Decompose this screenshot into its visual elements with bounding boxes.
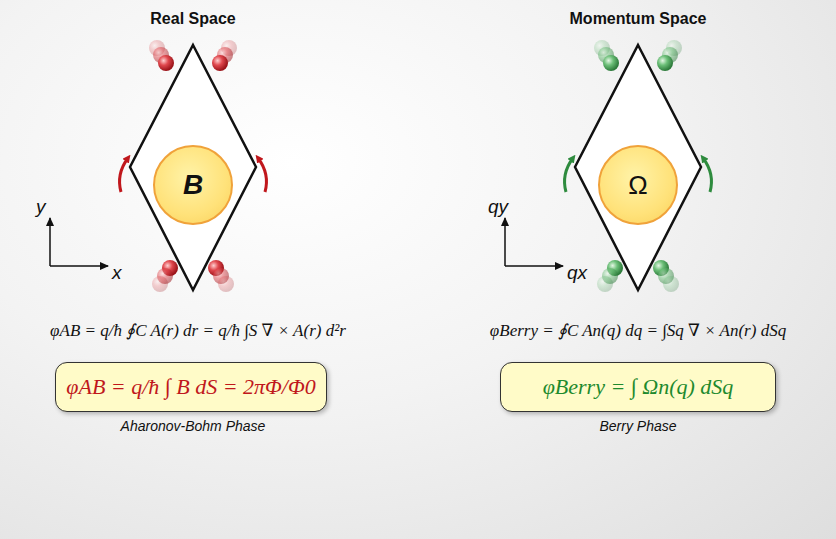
axis-label: qy bbox=[488, 196, 508, 218]
formula-text: φBerry = ∫ Ωn(q) dSq bbox=[543, 374, 734, 400]
circulation-arrow bbox=[258, 158, 266, 192]
axes bbox=[50, 218, 563, 266]
circulation-arrow bbox=[565, 158, 573, 192]
symbol-label: Ω bbox=[628, 170, 647, 201]
panel-title: Momentum Space bbox=[570, 10, 707, 28]
circulation-arrow bbox=[120, 158, 128, 192]
caption: Aharonov-Bohm Phase bbox=[121, 418, 266, 434]
panel-title: Real Space bbox=[150, 10, 235, 28]
axis-label: x bbox=[112, 262, 122, 284]
result-box: φAB = q/ħ ∫ B dS = 2πΦ/Φ0 bbox=[55, 362, 327, 412]
field-circle: B bbox=[153, 145, 233, 225]
loop-diamond bbox=[130, 45, 256, 290]
caption: Berry Phase bbox=[599, 418, 676, 434]
particles bbox=[149, 40, 237, 292]
circulation-arrow bbox=[703, 158, 711, 192]
axis-label: y bbox=[36, 196, 46, 218]
symbol-label: B bbox=[183, 169, 203, 201]
curvature-circle: Ω bbox=[598, 145, 678, 225]
loop-diamond bbox=[575, 45, 701, 290]
equation: φBerry = ∮C An(q) dq = ∫Sq ∇ × An(r) dSq bbox=[490, 320, 786, 341]
particles bbox=[594, 40, 682, 292]
axis-label: qx bbox=[567, 262, 587, 284]
equation: φAB = q/ħ ∮C A(r) dr = q/ħ ∫S ∇ × A(r) d… bbox=[50, 320, 346, 341]
result-box: φBerry = ∫ Ωn(q) dSq bbox=[500, 362, 776, 412]
formula-text: φAB = q/ħ ∫ B dS = 2πΦ/Φ0 bbox=[66, 374, 315, 400]
